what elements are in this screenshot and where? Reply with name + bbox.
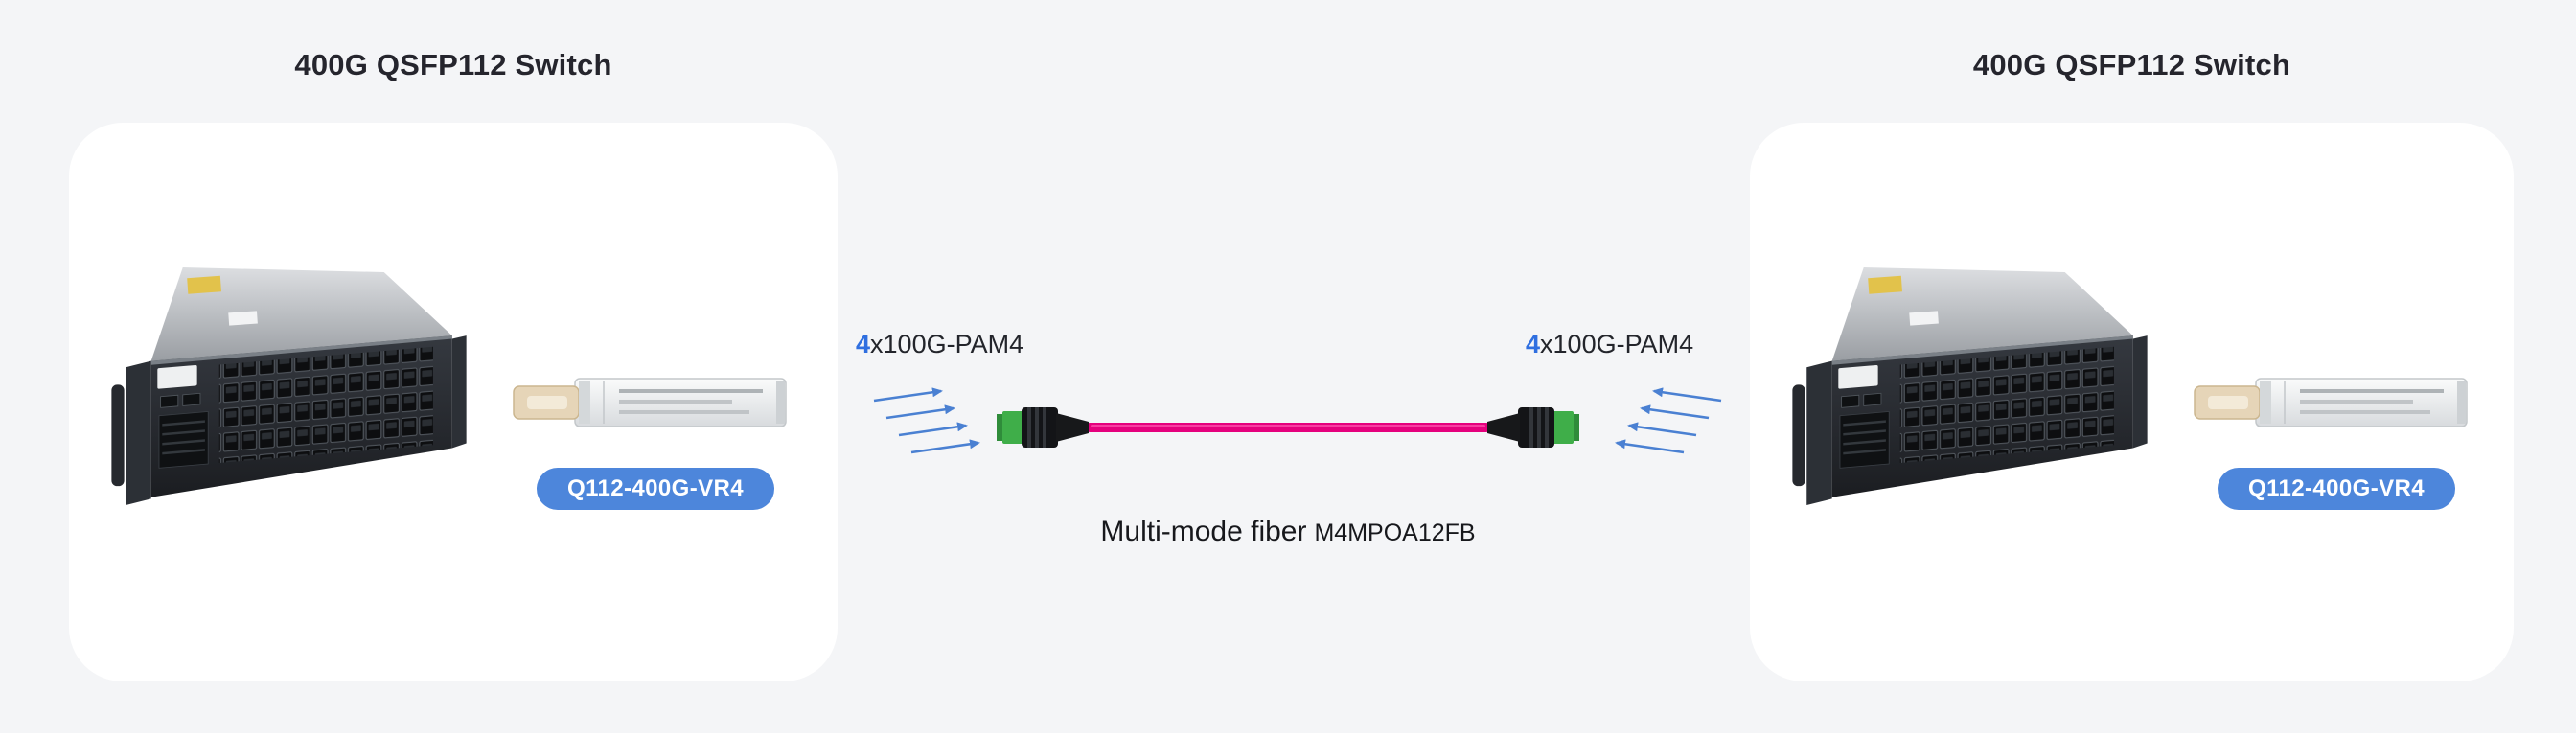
left-lane-arrows-icon <box>873 387 980 454</box>
fiber-type-text: Multi-mode fiber <box>1100 516 1307 547</box>
right-switch-card: Q112-400G-VR4 <box>1750 123 2514 681</box>
left-module-badge[interactable]: Q112-400G-VR4 <box>537 468 774 510</box>
cable-connector-left <box>997 407 1089 448</box>
right-lane-label: 4x100G-PAM4 <box>1526 330 1693 359</box>
left-switch-card: Q112-400G-VR4 <box>69 123 838 681</box>
mpo-cable-icon <box>997 407 1579 448</box>
right-switch-title: 400G QSFP112 Switch <box>1972 48 2291 81</box>
right-lane-arrows-icon <box>1615 387 1722 454</box>
left-lane-text: x100G-PAM4 <box>870 330 1024 358</box>
fiber-label: Multi-mode fiber M4MPOA12FB <box>995 516 1581 548</box>
transceiver-icon <box>2194 378 2468 427</box>
left-switch-title: 400G QSFP112 Switch <box>294 48 612 81</box>
switch-illustration <box>1791 266 2149 505</box>
switch-illustration <box>110 266 468 505</box>
transceiver-illustration <box>513 378 787 427</box>
transceiver-illustration <box>2194 378 2468 427</box>
cable-connector-right <box>1487 407 1579 448</box>
right-module-badge[interactable]: Q112-400G-VR4 <box>2218 468 2455 510</box>
switch-icon <box>110 266 468 505</box>
switch-icon <box>1791 266 2149 505</box>
right-lane-text: x100G-PAM4 <box>1540 330 1694 358</box>
left-lane-count: 4 <box>856 330 871 358</box>
right-lane-count: 4 <box>1526 330 1541 358</box>
page-bottom-edge <box>0 733 2576 739</box>
transceiver-icon <box>513 378 787 427</box>
left-lane-label: 4x100G-PAM4 <box>856 330 1024 359</box>
fiber-model-code: M4MPOA12FB <box>1314 520 1476 546</box>
